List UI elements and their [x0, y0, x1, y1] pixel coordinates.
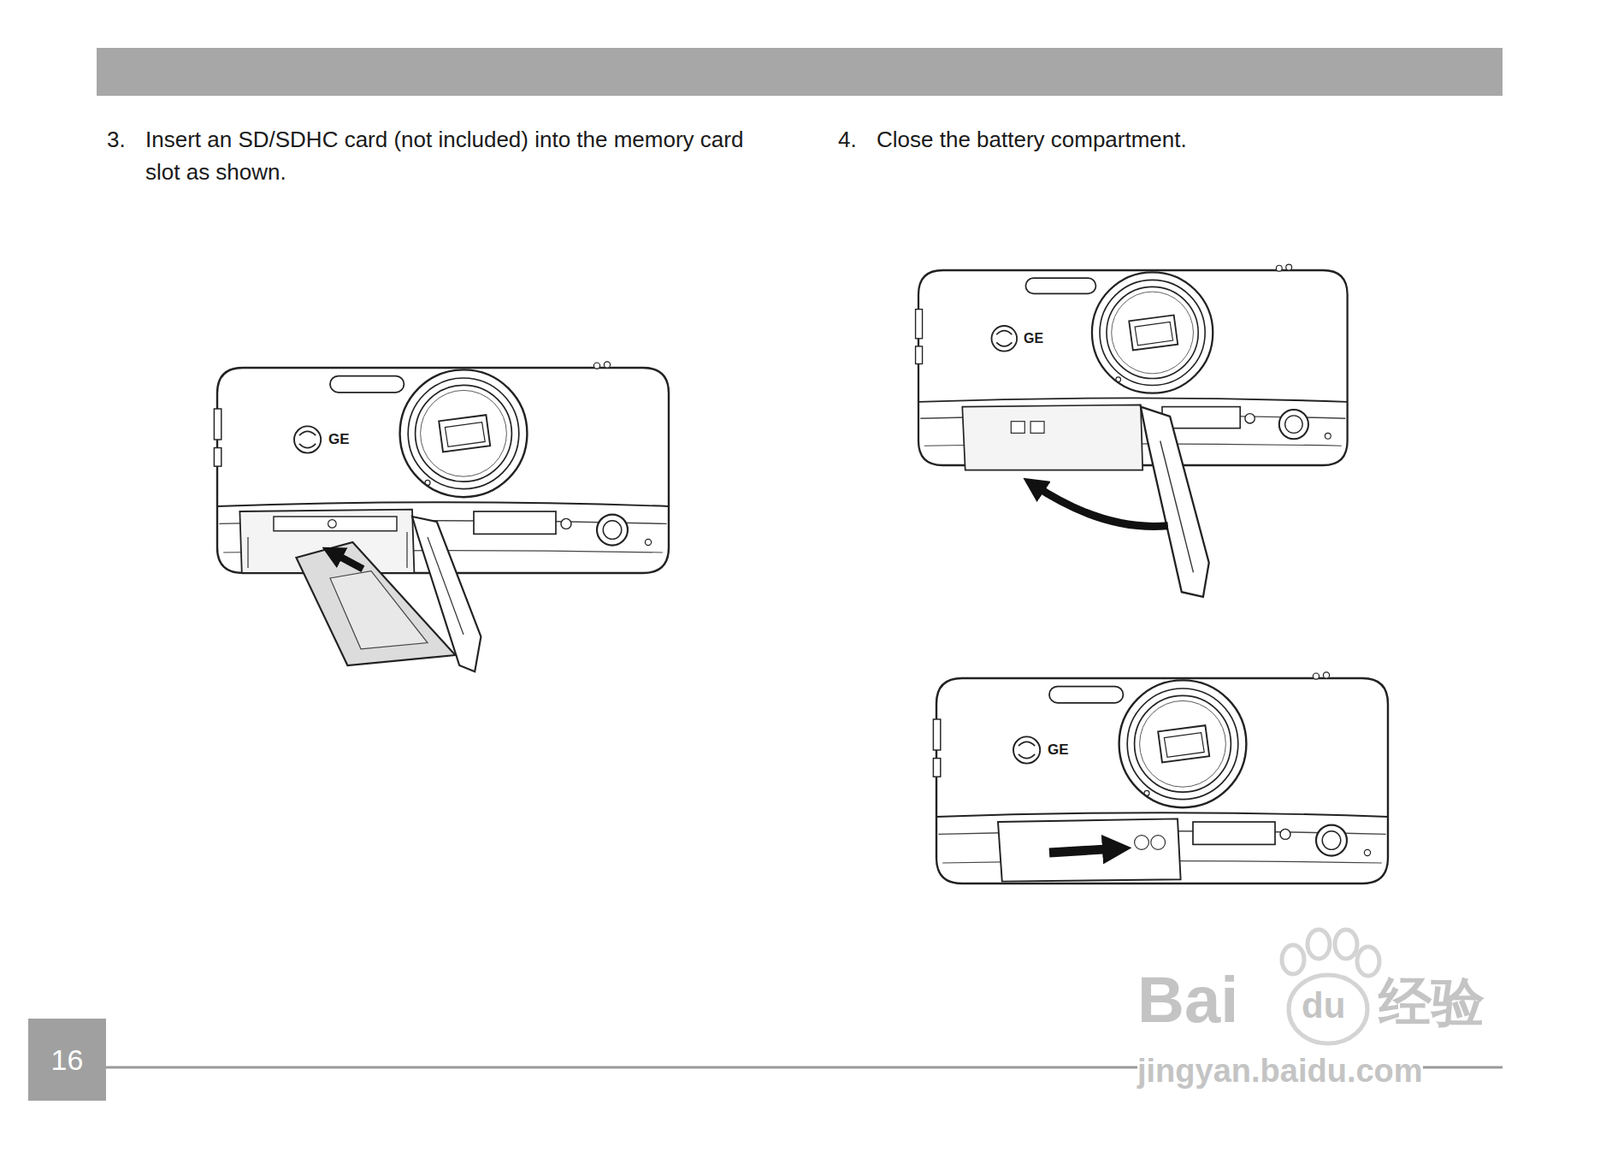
step-text: Close the battery compartment.: [876, 123, 1493, 156]
camera-closing-door: [915, 264, 1348, 597]
page-number: 16: [51, 1043, 84, 1077]
watermark: Bai: [1137, 962, 1283, 1037]
page-number-box: 16: [28, 1018, 107, 1101]
step-number: 4.: [838, 123, 873, 156]
watermark: du: [1301, 985, 1362, 1027]
step-number: 3.: [106, 123, 142, 156]
watermark-url: jingyan.baidu.com: [1137, 1051, 1423, 1090]
camera-door-closed: [932, 672, 1388, 884]
brand-logo: GE: [328, 430, 380, 449]
camera-insert-card: [213, 361, 669, 672]
watermark: 经验: [1378, 971, 1507, 1034]
header-bar: [96, 47, 1503, 96]
brand-logo: GE: [1047, 741, 1099, 759]
brand-logo: GE: [1023, 330, 1075, 348]
step-text: Insert an SD/SDHC card (not included) in…: [145, 123, 783, 189]
watermark-paw: [1281, 929, 1380, 1044]
